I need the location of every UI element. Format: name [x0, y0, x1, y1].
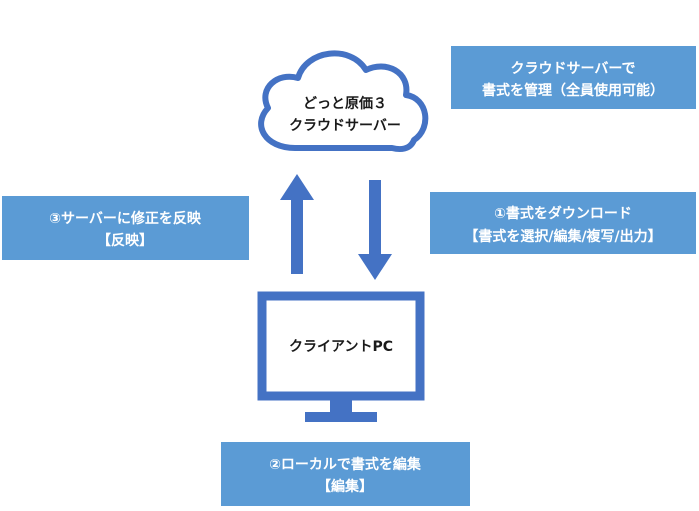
client-pc-node: クライアントPC — [257, 291, 425, 422]
cloud-title-line2: クラウドサーバー — [289, 118, 401, 134]
arrow-down-icon — [358, 180, 392, 280]
reflect-line1: ③サーバーに修正を反映 — [49, 210, 202, 227]
arrow-up-icon — [280, 174, 314, 274]
cloud-title-line1: どっと原価３ — [303, 95, 387, 112]
cloud-icon — [258, 50, 429, 152]
note-box — [2, 196, 249, 260]
cloud-manage-line2: 書式を管理（全員使用可能） — [482, 82, 664, 99]
note-box — [451, 46, 696, 109]
cloud-manage-note: クラウドサーバーで 書式を管理（全員使用可能） — [451, 46, 696, 109]
note-box — [430, 192, 696, 254]
reflect-line2: 【反映】 — [97, 232, 153, 249]
local-edit-note: ②ローカルで書式を編集 【編集】 — [221, 442, 470, 506]
note-box — [221, 442, 470, 506]
local-edit-line2: 【編集】 — [317, 478, 373, 495]
monitor-icon — [257, 291, 425, 422]
download-line2: 【書式を選択/編集/複写/出力】 — [464, 228, 661, 245]
cloud-server-node: どっと原価３ クラウドサーバー — [258, 50, 429, 152]
local-edit-line1: ②ローカルで書式を編集 — [269, 456, 422, 473]
download-note: ①書式をダウンロード 【書式を選択/編集/複写/出力】 — [430, 192, 696, 254]
cloud-manage-line1: クラウドサーバーで — [510, 61, 635, 77]
client-pc-label: クライアントPC — [289, 339, 393, 355]
download-line1: ①書式をダウンロード — [494, 205, 632, 222]
reflect-note: ③サーバーに修正を反映 【反映】 — [2, 196, 249, 260]
